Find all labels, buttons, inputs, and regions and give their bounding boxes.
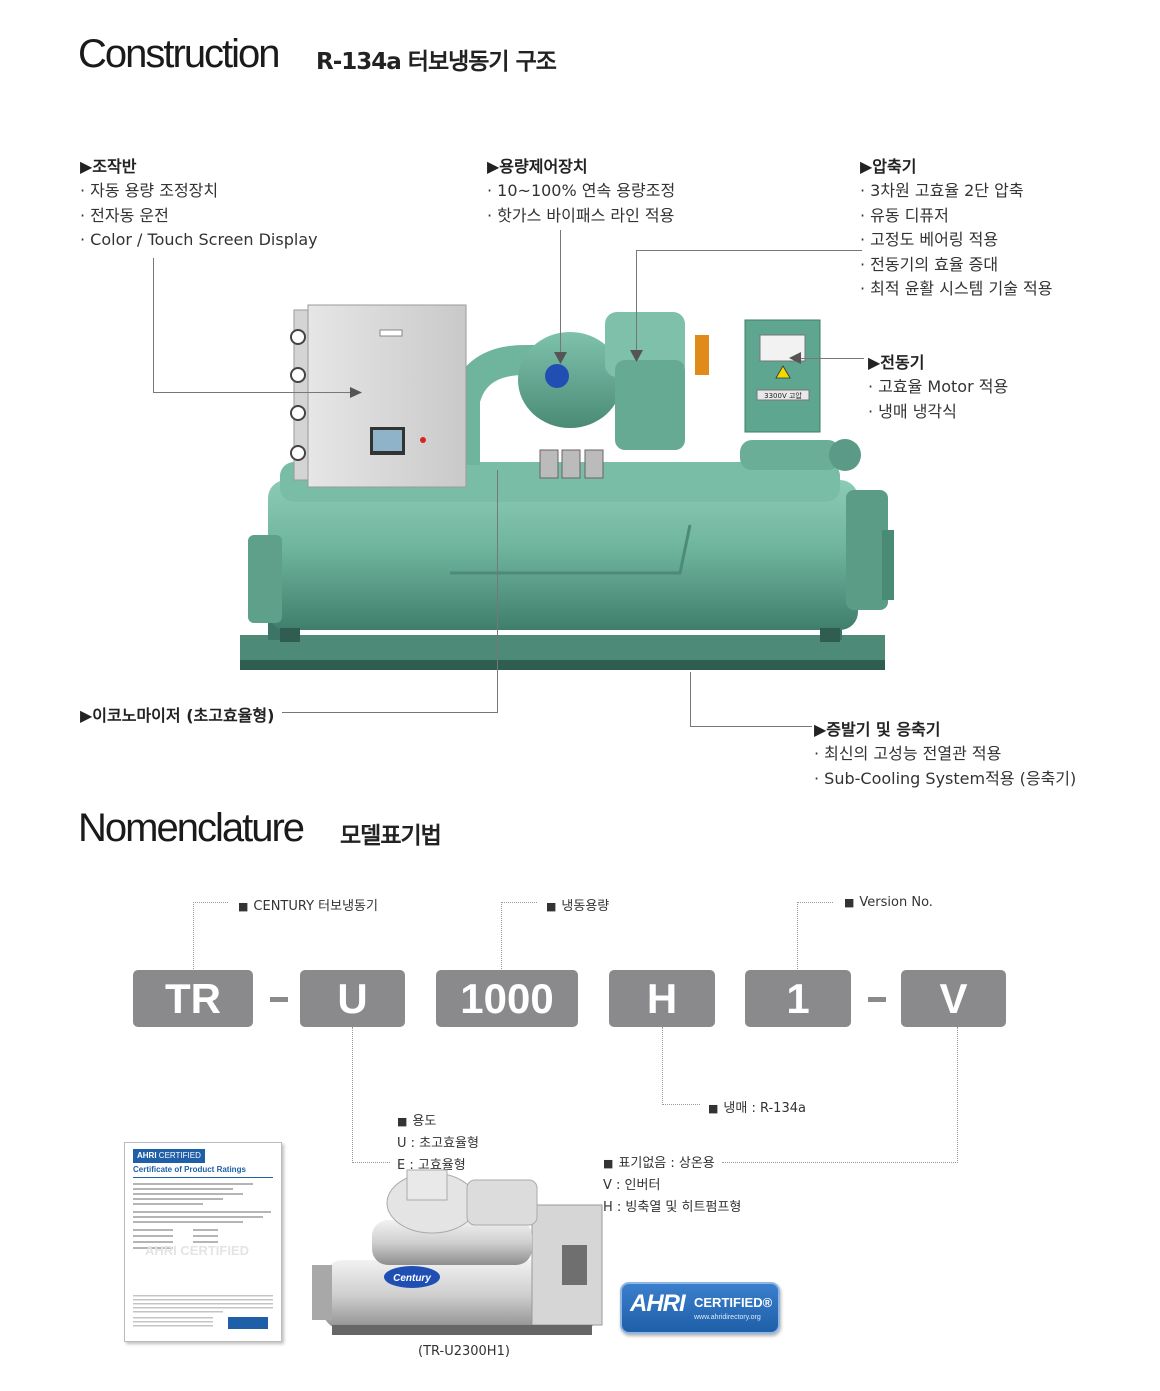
code-box-version: 1 <box>745 970 851 1027</box>
callout-motor-head: ▶전동기 <box>868 353 925 372</box>
callout-compressor-item: · 전동기의 효율 증대 <box>860 254 999 274</box>
type-v: V : 인버터 <box>603 1178 661 1193</box>
callout-compressor-head: ▶압축기 <box>860 157 917 176</box>
code-dash <box>270 997 288 1002</box>
code-box-type: V <box>901 970 1006 1027</box>
callout-capacity-control: ▶용량제어장치 · 10~100% 연속 용량조정 · 핫가스 바이패스 라인 … <box>487 153 675 228</box>
badge-certified-text: CERTIFIED® <box>694 1295 773 1310</box>
callout-motor: ▶전동기 · 고효율 Motor 적용 · 냉매 냉각식 <box>868 349 1008 424</box>
badge-logo: AHRI <box>630 1290 686 1317</box>
turbo-chiller-illustration: 3300V 고압 <box>240 304 894 670</box>
nomenclature-subtitle: 모델표기법 <box>340 823 442 849</box>
callout-compressor-item: · 최적 윤활 시스템 기술 적용 <box>860 279 1053 298</box>
callout-evaporator: ▶증발기 및 응축기 · 최신의 고성능 전열관 적용 · Sub-Coolin… <box>814 716 1076 791</box>
callout-capacity-control-item: · 10~100% 연속 용량조정 <box>487 181 676 200</box>
callout-capacity-control-item: · 핫가스 바이패스 라인 적용 <box>487 205 675 225</box>
arrow-control-panel-icon <box>350 387 362 398</box>
usage-head: ■용도 <box>397 1114 437 1129</box>
code-box-capacity: 1000 <box>436 970 578 1027</box>
label-brand: ■CENTURY 터보냉동기 <box>238 899 378 914</box>
usage-block: ■용도 U : 초고효율형 E : 고효율형 <box>397 1111 479 1177</box>
callout-compressor-item: · 고정도 베어링 적용 <box>860 230 999 249</box>
type-block: ■표기없음 : 상온용 V : 인버터 H : 빙축열 및 히트펌프형 <box>603 1153 741 1219</box>
arrow-compressor-icon <box>630 350 643 362</box>
code-dash <box>868 997 886 1002</box>
nomenclature-title: Nomenclature <box>78 806 305 850</box>
callout-evaporator-head: ▶증발기 및 응축기 <box>814 720 941 739</box>
callout-compressor: ▶압축기 · 3차원 고효율 2단 압축 · 유동 디퓨저 · 고정도 베어링 … <box>860 153 1052 302</box>
certificate-title: Certificate of Product Ratings <box>133 1165 246 1174</box>
construction-subtitle: R-134a 터보냉동기 구조 <box>316 49 557 75</box>
callout-compressor-item: · 3차원 고효율 2단 압축 <box>860 181 1024 200</box>
product-caption: (TR-U2300H1) <box>418 1344 510 1359</box>
product-photo-illustration: Century <box>312 1169 603 1335</box>
label-version: ■Version No. <box>844 895 933 910</box>
callout-economizer-head: ▶이코노마이저 (초고효율형) <box>80 706 275 725</box>
ahri-certificate-image: AHRI CERTIFIED Certificate of Product Ra… <box>124 1142 282 1342</box>
callout-capacity-control-head: ▶용량제어장치 <box>487 157 588 176</box>
callout-control-panel-item: · 자동 용량 조정장치 <box>80 181 219 200</box>
code-box-series: TR <box>133 970 253 1027</box>
certificate-text-lines <box>133 1183 271 1249</box>
callout-compressor-item: · 유동 디퓨저 <box>860 205 949 225</box>
callout-control-panel-item: · Color / Touch Screen Display <box>80 230 318 249</box>
construction-title: Construction <box>78 32 281 76</box>
badge-url: www.ahridirectory.org <box>694 1314 761 1321</box>
product-logo-text: Century <box>393 1273 431 1284</box>
callout-evaporator-item: · Sub-Cooling System적용 (응축기) <box>814 768 1077 788</box>
code-box-refrigerant: H <box>609 970 715 1027</box>
code-box-usage: U <box>300 970 405 1027</box>
callout-control-panel: ▶조작반 · 자동 용량 조정장치 · 전자동 운전 · Color / Tou… <box>80 153 318 253</box>
usage-e: E : 고효율형 <box>397 1158 466 1173</box>
certificate-footer-lines <box>133 1295 273 1329</box>
arrow-capacity-control-icon <box>554 352 567 364</box>
motor-plate-text: 3300V 고압 <box>764 392 802 400</box>
usage-u: U : 초고효율형 <box>397 1136 479 1151</box>
certificate-logo: AHRI <box>137 1151 157 1160</box>
ahri-certified-badge: AHRI CERTIFIED® www.ahridirectory.org <box>620 1282 780 1334</box>
type-h: H : 빙축열 및 히트펌프형 <box>603 1200 742 1215</box>
callout-motor-item: · 고효율 Motor 적용 <box>868 377 1009 396</box>
certificate-watermark: AHRI CERTIFIED <box>145 1243 249 1258</box>
arrow-motor-icon <box>789 352 801 364</box>
callout-control-panel-head: ▶조작반 <box>80 157 137 176</box>
callout-control-panel-item: · 전자동 운전 <box>80 205 169 225</box>
callout-evaporator-item: · 최신의 고성능 전열관 적용 <box>814 744 1002 763</box>
callout-motor-item: · 냉매 냉각식 <box>868 401 957 421</box>
type-head: ■표기없음 : 상온용 <box>603 1156 715 1171</box>
label-capacity: ■냉동용량 <box>546 899 610 914</box>
label-refrigerant: ■냉매 : R-134a <box>708 1101 806 1116</box>
certificate-logo-tag: CERTIFIED <box>158 1151 201 1160</box>
